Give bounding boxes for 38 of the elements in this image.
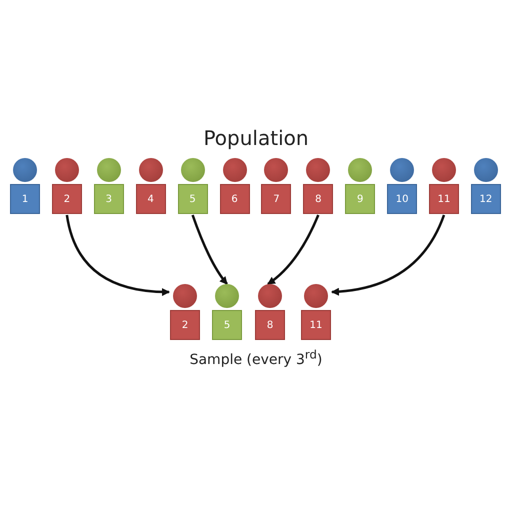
- curved-arrow: [66, 214, 170, 296]
- number-tag: 2: [170, 310, 200, 340]
- person-figure: [386, 158, 418, 214]
- number-tag: 3: [94, 184, 124, 214]
- person-figure: [176, 158, 209, 214]
- number-tag: 7: [261, 184, 292, 214]
- person-figure: [218, 158, 250, 214]
- number-tag: 5: [212, 310, 242, 340]
- number-tag: 12: [470, 184, 501, 214]
- number-tag: 5: [178, 184, 208, 214]
- person-figure: [344, 158, 376, 214]
- title: Population: [203, 126, 309, 150]
- number-tag: 11: [301, 310, 331, 340]
- person-figure: [302, 158, 334, 214]
- number-tag: 11: [429, 184, 459, 214]
- number-tag: 1: [10, 184, 40, 214]
- person-figure: [169, 284, 201, 340]
- person-figure: [470, 158, 502, 214]
- number-tag: 2: [52, 184, 82, 214]
- person-figure: [300, 284, 332, 340]
- number-tag: 8: [255, 310, 285, 340]
- person-figure: [254, 284, 286, 340]
- person-figure: [211, 284, 243, 340]
- curved-arrow: [267, 214, 320, 286]
- number-tag: 9: [345, 184, 376, 214]
- person-figure: [92, 158, 125, 214]
- curved-arrow: [331, 214, 446, 296]
- person-figure: [9, 158, 41, 214]
- number-tag: 8: [303, 184, 334, 214]
- person-figure: [50, 158, 83, 214]
- person-figure: [428, 158, 460, 214]
- person-figure: [260, 158, 292, 214]
- number-tag: 6: [220, 184, 250, 214]
- curved-arrow: [191, 214, 228, 285]
- number-tag: 10: [387, 184, 418, 214]
- caption: Sample (every 3$^{rd}$): [190, 352, 322, 368]
- person-figure: [134, 158, 167, 214]
- number-tag: 4: [136, 184, 166, 214]
